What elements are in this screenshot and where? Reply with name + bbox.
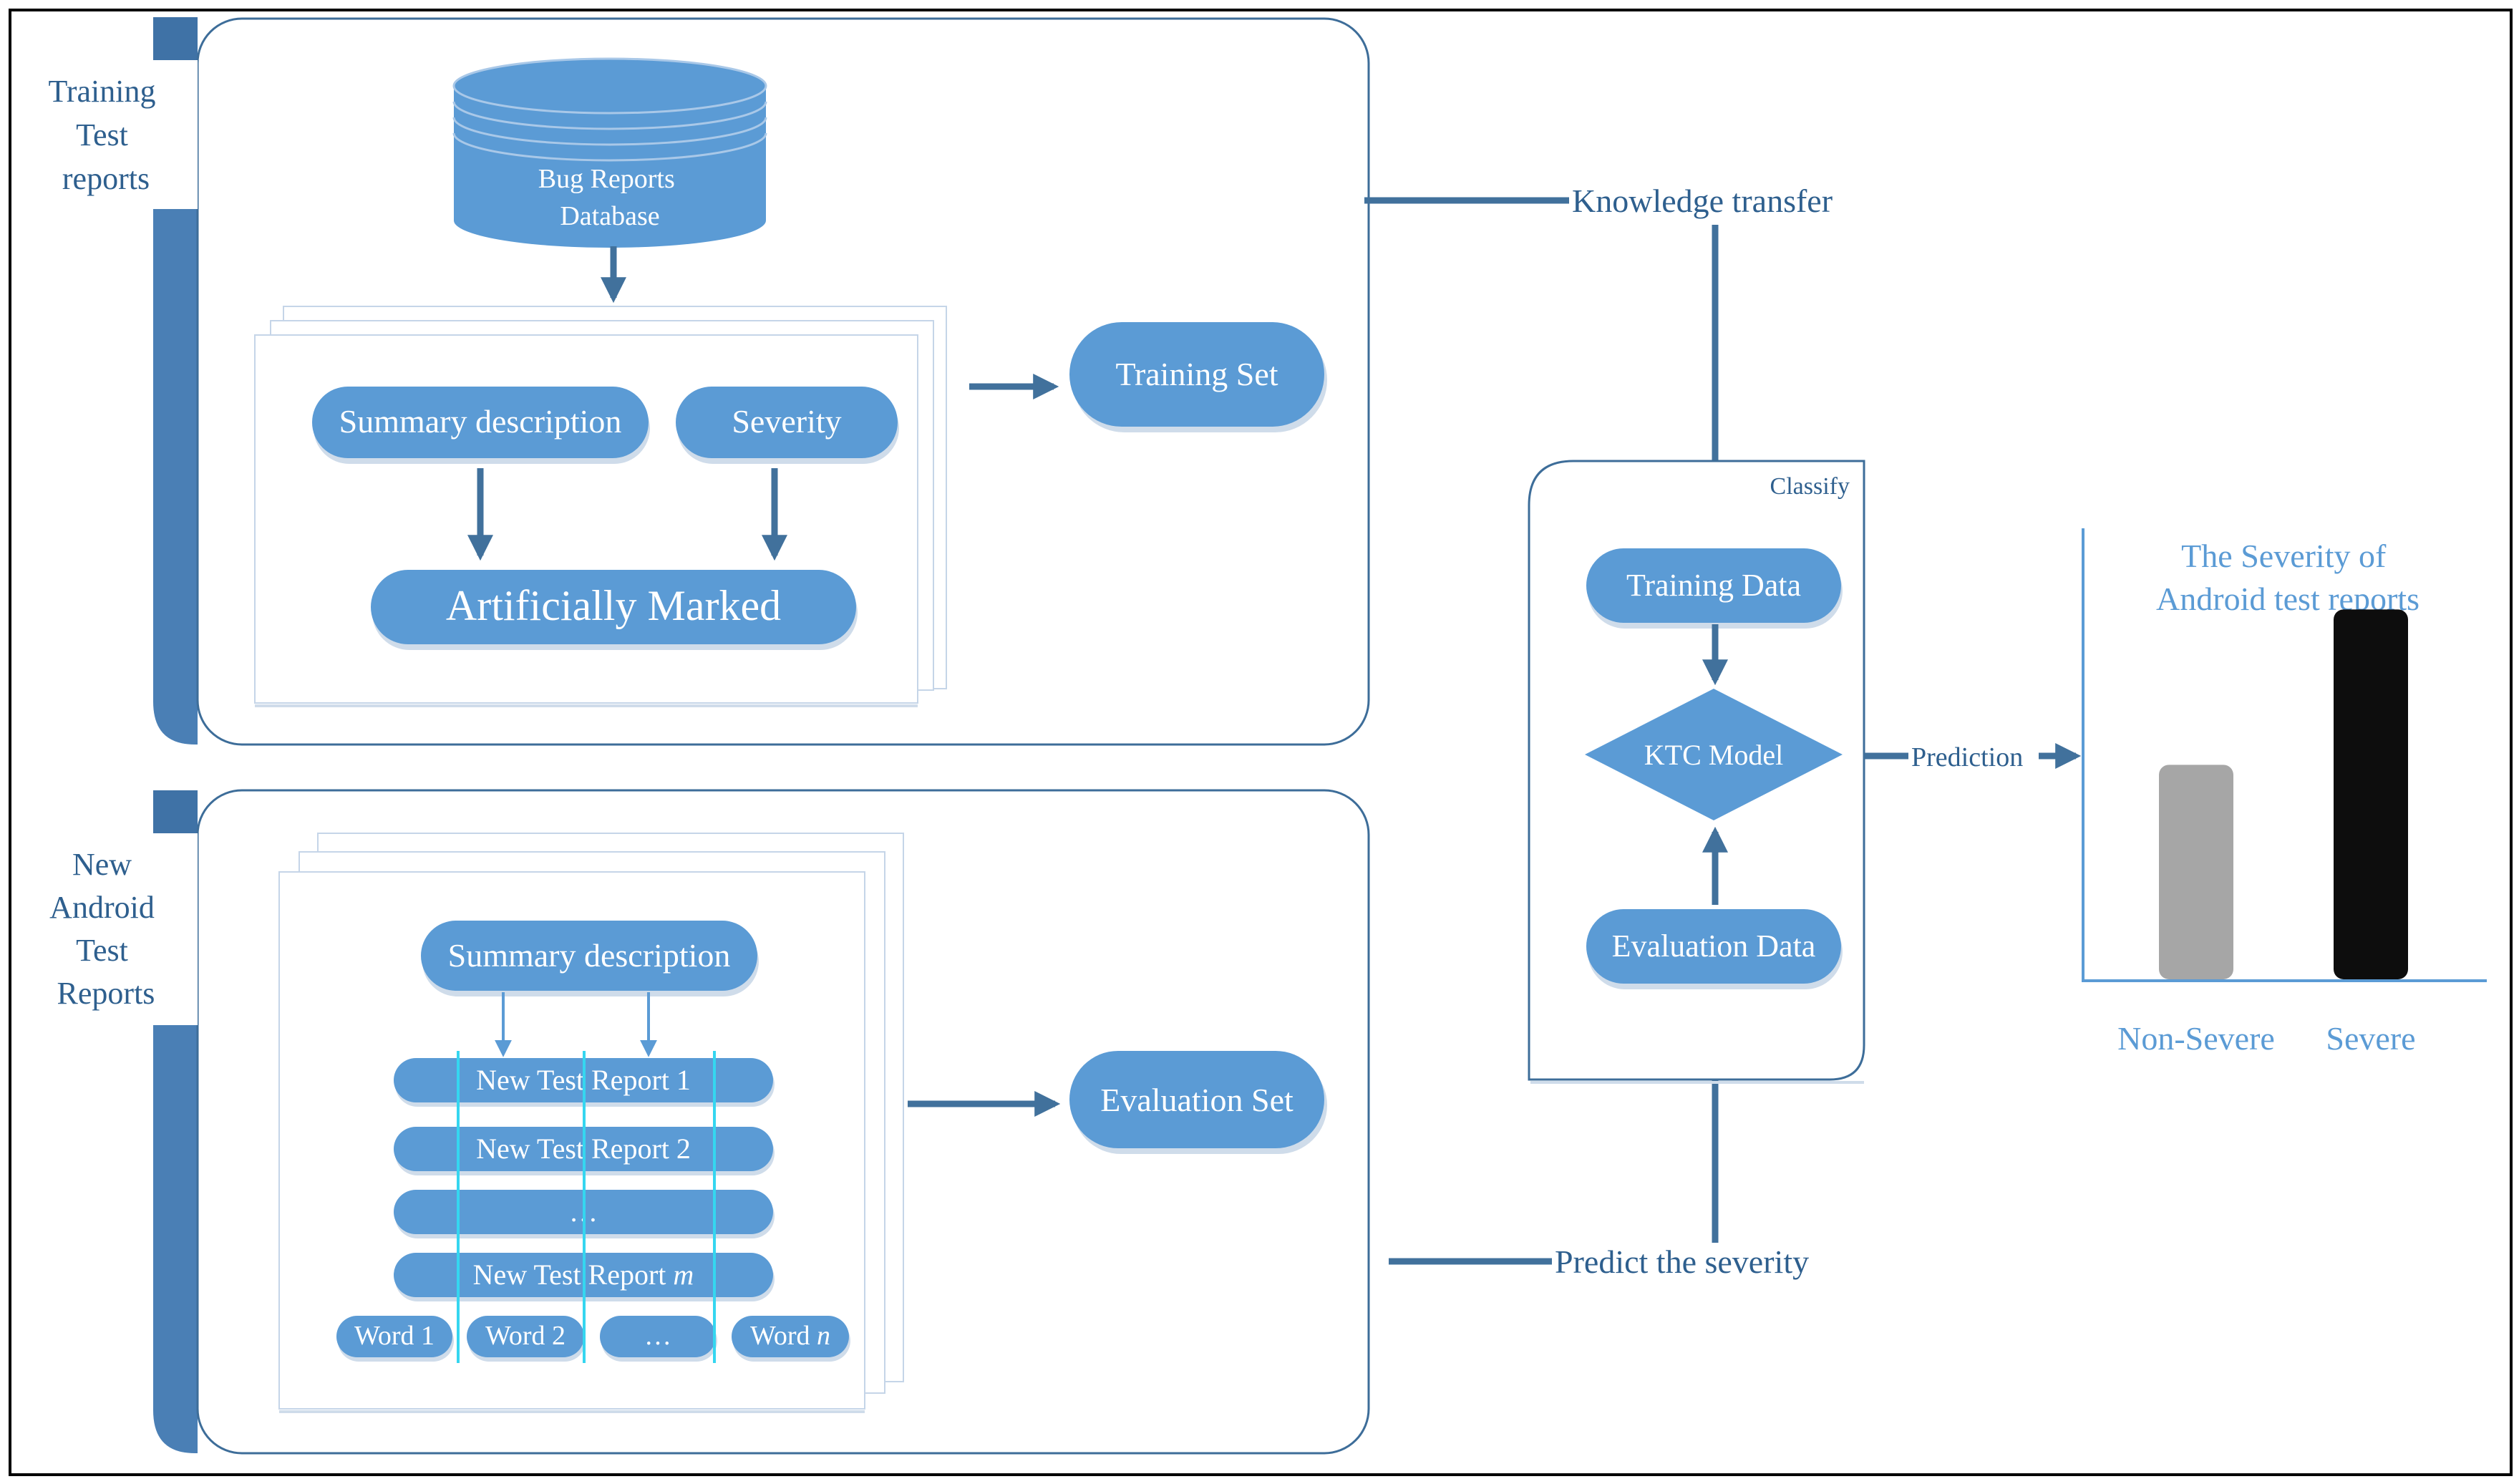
ktc-model-diamond xyxy=(1585,689,1843,820)
predict-severity-label: Predict the severity xyxy=(1555,1243,1809,1280)
evaluation-side-label: New Android Test Reports xyxy=(49,847,162,1011)
word-pill xyxy=(732,1316,849,1357)
word-pill xyxy=(336,1316,452,1357)
category-label: Non-Severe xyxy=(2117,1020,2275,1057)
word-pill xyxy=(467,1316,584,1357)
training-panel: Training Test reports Bug Reports Databa… xyxy=(49,17,1370,746)
artificially-marked-pill xyxy=(371,570,856,644)
eval-summary-description-label: Summary description xyxy=(448,937,731,974)
training-side-label: Training Test reports xyxy=(49,74,164,196)
word-pill xyxy=(600,1316,716,1357)
training-set-pill xyxy=(1069,322,1324,427)
severity-label: Severity xyxy=(732,403,841,440)
word-label: … xyxy=(644,1321,671,1351)
training-set-label: Training Set xyxy=(1115,356,1278,392)
outer-frame xyxy=(9,9,2513,1476)
severity-bar xyxy=(2159,765,2233,979)
eval-summary-description-pill xyxy=(421,921,757,991)
category-label: Severe xyxy=(2326,1020,2415,1057)
word-label: Word 1 xyxy=(354,1321,435,1351)
database-label: Bug Reports Database xyxy=(538,164,682,231)
summary-description-pill xyxy=(312,387,649,458)
database-icon xyxy=(452,57,767,248)
evaluation-set-pill xyxy=(1069,1051,1324,1148)
word-label: Word 2 xyxy=(485,1321,566,1351)
training-data-pill xyxy=(1586,548,1841,623)
evaluation-data-label: Evaluation Data xyxy=(1612,928,1816,964)
report-label: New Test Report m xyxy=(473,1259,694,1291)
word-row: Word 1 Word 2 … Word n xyxy=(336,1316,850,1362)
severity-chart: The Severity of Android test reports Non… xyxy=(2082,528,2487,1057)
summary-description-label: Summary description xyxy=(339,403,622,440)
prediction-label: Prediction xyxy=(1911,742,2023,772)
severity-bar xyxy=(2334,609,2408,979)
training-data-label: Training Data xyxy=(1626,568,1801,603)
word-label: Word n xyxy=(750,1321,830,1351)
artificially-marked-label: Artificially Marked xyxy=(446,582,781,629)
severity-pill xyxy=(676,387,898,458)
ktc-model-label: KTC Model xyxy=(1644,739,1783,771)
classify-title: Classify xyxy=(1770,473,1850,500)
evaluation-panel: New Android Test Reports Summary descrip… xyxy=(49,789,1370,1455)
classify-panel: Classify Training Data KTC Model Evaluat… xyxy=(1528,460,1865,1084)
evaluation-data-pill xyxy=(1586,909,1841,984)
chart-title: The Severity of Android test reports xyxy=(2156,538,2419,617)
evaluation-set-label: Evaluation Set xyxy=(1100,1082,1294,1118)
knowledge-transfer-label: Knowledge transfer xyxy=(1572,183,1833,219)
